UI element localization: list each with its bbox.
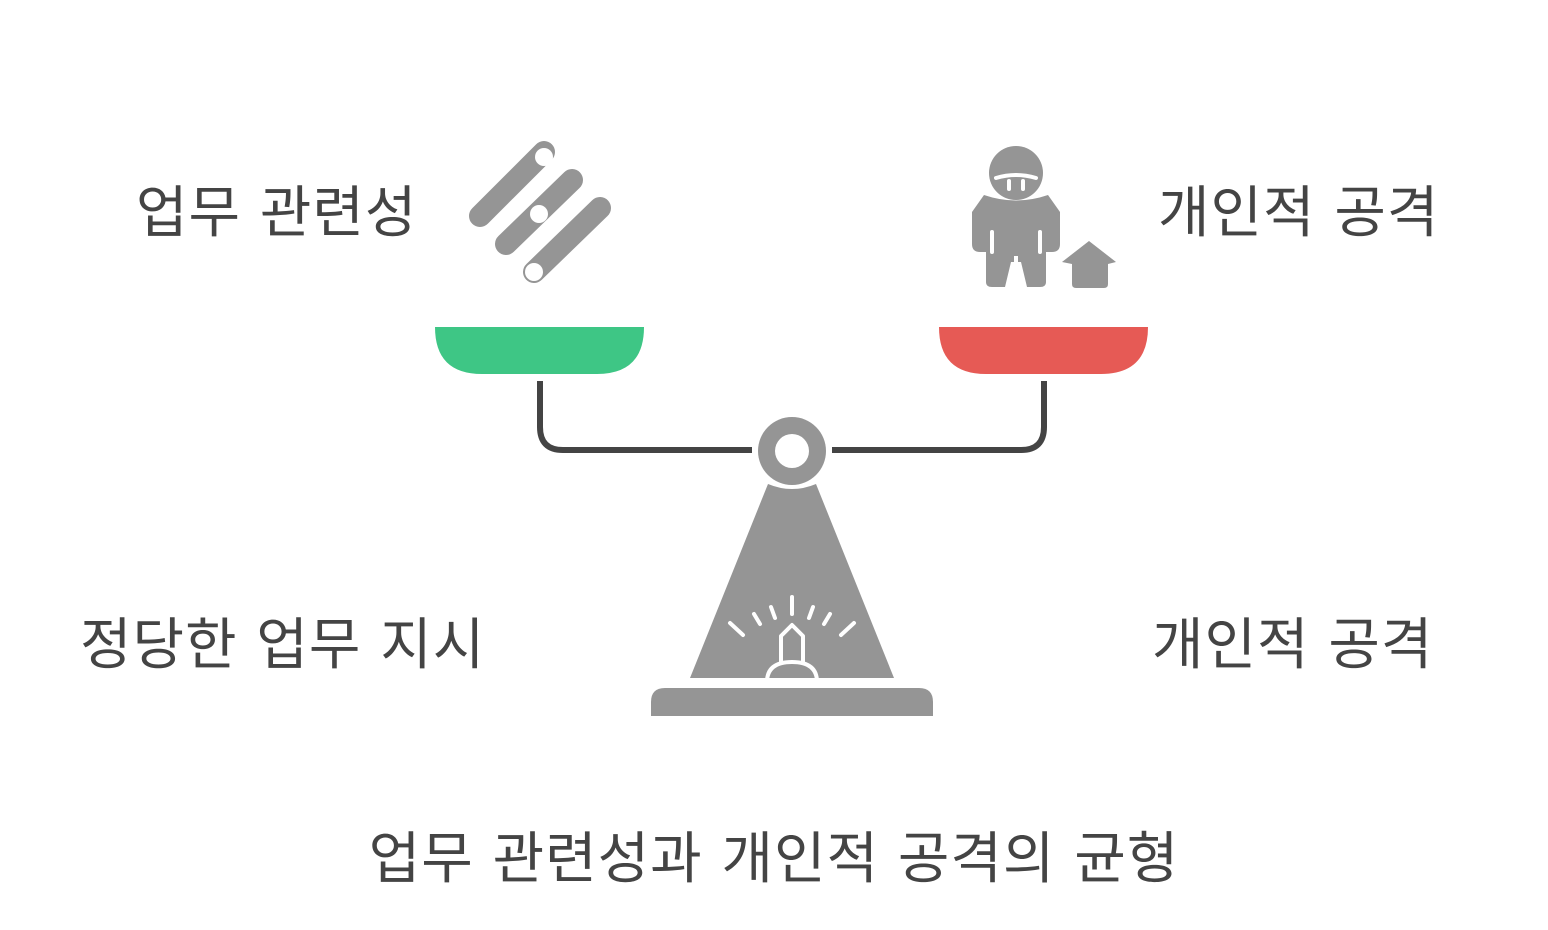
scale-beam-right: [832, 381, 1047, 453]
scale-gauge-icon: [728, 595, 856, 683]
label-personal-attack-bottom: 개인적 공격: [1152, 613, 1434, 678]
scale-base: [651, 688, 933, 716]
label-work-relevance: 업무 관련성: [136, 181, 418, 246]
right-pan: [939, 327, 1148, 374]
sliders-icon: [469, 141, 611, 283]
person-with-house-icon: [972, 146, 1116, 288]
left-pan: [435, 327, 644, 374]
scale-stand: [690, 484, 894, 678]
scale-beam-left: [537, 381, 752, 453]
label-personal-attack-top: 개인적 공격: [1158, 181, 1440, 246]
label-legitimate-instruction: 정당한 업무 지시: [80, 613, 486, 678]
diagram-caption: 업무 관련성과 개인적 공격의 균형: [368, 827, 1180, 892]
